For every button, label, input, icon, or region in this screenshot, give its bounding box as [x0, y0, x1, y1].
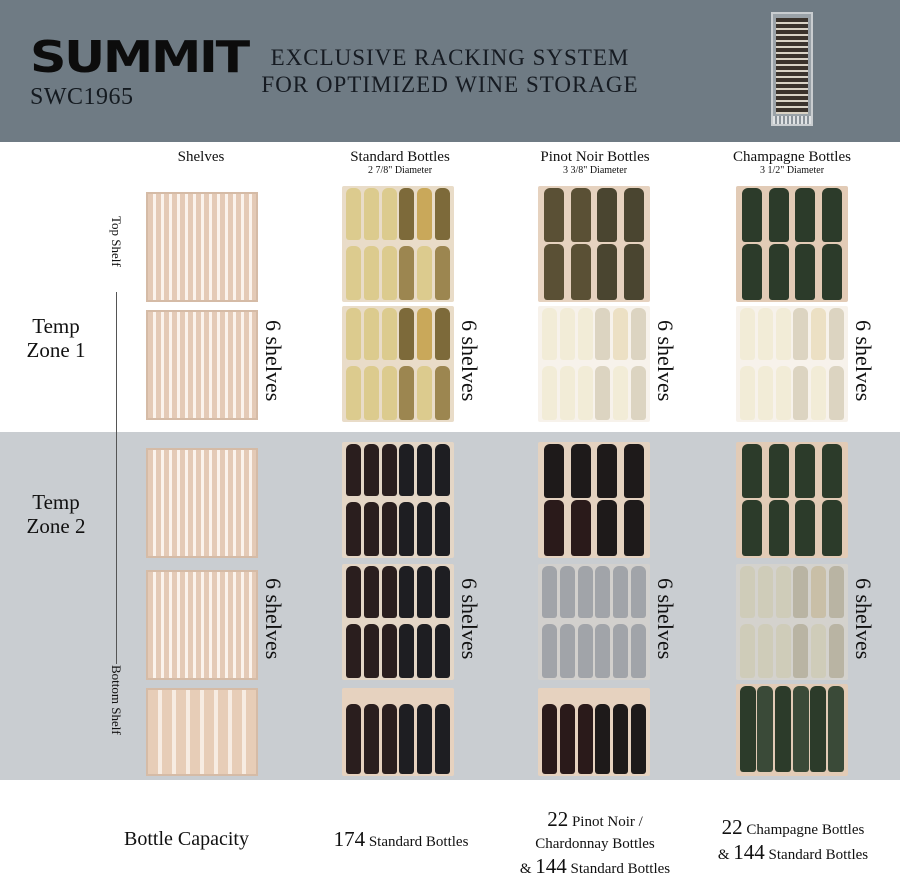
- zone-label-line: Zone 1: [26, 338, 86, 362]
- standard-bottles-shelf-white: [342, 186, 454, 302]
- champagne-bottles-shelf: [736, 442, 848, 558]
- column-header-standard: Standard Bottles 2 7/8" Diameter: [300, 150, 500, 177]
- standard-bottles-bottom-shelf: [342, 688, 454, 776]
- rack-shelf-bottom: [146, 688, 258, 776]
- title-line-2: FOR OPTIMIZED WINE STORAGE: [261, 72, 639, 97]
- capacity-text: Champagne Bottles: [746, 822, 865, 838]
- shelf-count-label: 6 shelves: [457, 320, 482, 402]
- title-line-1: EXCLUSIVE RACKING SYSTEM: [270, 45, 630, 70]
- bottle-capacity-label: Bottle Capacity: [124, 828, 249, 850]
- capacity-champagne: 22 Champagne Bottles & 144 Standard Bott…: [698, 816, 888, 866]
- champagne-bottles-bottom-shelf: [736, 684, 848, 776]
- capacity-count: 144: [733, 840, 765, 864]
- zone-label-line: Temp: [32, 314, 80, 338]
- cellar-shelves: [776, 18, 808, 114]
- column-header-champagne: Champagne Bottles 3 1/2" Diameter: [692, 150, 892, 177]
- capacity-amp: &: [717, 847, 730, 863]
- column-title: Pinot Noir Bottles: [540, 149, 650, 165]
- cellar-grille: [773, 116, 811, 124]
- standard-bottles-shelf-white: [342, 306, 454, 422]
- brand-logo: SUMMIT: [30, 32, 250, 83]
- model-number: SWC1965: [30, 84, 134, 110]
- pinot-bottles-shelf: [538, 442, 650, 558]
- top-shelf-label: Top Shelf: [109, 216, 124, 267]
- shelf-count-label: 6 shelves: [261, 320, 286, 402]
- capacity-count: 22: [547, 807, 569, 831]
- column-subtitle: 3 3/8" Diameter: [562, 165, 628, 176]
- capacity-text: Chardonnay Bottles: [535, 836, 655, 852]
- pinot-bottles-bottom-shelf: [538, 688, 650, 776]
- shelf-axis-line: [116, 292, 117, 664]
- capacity-count: 144: [535, 854, 567, 878]
- column-title: Standard Bottles: [350, 149, 450, 165]
- capacity-amp: &: [519, 861, 532, 877]
- standard-bottles-shelf-red: [342, 564, 454, 680]
- column-title: Champagne Bottles: [733, 149, 851, 165]
- rack-shelf: [146, 310, 258, 420]
- capacity-text: Standard Bottles: [768, 847, 869, 863]
- shelf-count-label: 6 shelves: [851, 320, 876, 402]
- shelf-count-label: 6 shelves: [653, 320, 678, 402]
- wine-cellar-product-image: [771, 12, 813, 126]
- standard-bottles-faded-shelf: [736, 564, 848, 680]
- bottom-shelf-label: Bottom Shelf: [109, 665, 124, 735]
- zone-1-label: Temp Zone 1: [18, 314, 94, 362]
- column-header-pinot: Pinot Noir Bottles 3 3/8" Diameter: [495, 150, 695, 177]
- standard-bottles-shelf-red: [342, 442, 454, 558]
- champagne-bottles-shelf: [736, 186, 848, 302]
- capacity-count: 22: [721, 815, 743, 839]
- standard-bottles-faded-shelf: [538, 306, 650, 422]
- zone-2-label: Temp Zone 2: [18, 490, 94, 538]
- shelf-count-label: 6 shelves: [851, 578, 876, 660]
- shelf-count-label: 6 shelves: [457, 578, 482, 660]
- column-subtitle: 3 1/2" Diameter: [759, 165, 825, 176]
- shelf-count-label: 6 shelves: [653, 578, 678, 660]
- pinot-bottles-shelf: [538, 186, 650, 302]
- header-banner: SUMMIT SWC1965 EXCLUSIVE RACKING SYSTEM …: [0, 0, 900, 142]
- capacity-text: Standard Bottles: [570, 861, 671, 877]
- rack-shelf: [146, 570, 258, 680]
- rack-shelf-top: [146, 192, 258, 302]
- column-header-shelves: Shelves: [101, 150, 301, 165]
- standard-bottles-faded-shelf: [736, 306, 848, 422]
- column-subtitle: 2 7/8" Diameter: [367, 165, 433, 176]
- rack-shelf: [146, 448, 258, 558]
- capacity-pinot: 22 Pinot Noir / Chardonnay Bottles & 144…: [500, 808, 690, 880]
- capacity-count: 174: [333, 827, 366, 851]
- zone-label-line: Zone 2: [26, 514, 86, 538]
- shelf-count-label: 6 shelves: [261, 578, 286, 660]
- capacity-text: Standard Bottles: [368, 834, 469, 850]
- capacity-text: Pinot Noir /: [571, 814, 643, 830]
- page-title: EXCLUSIVE RACKING SYSTEM FOR OPTIMIZED W…: [250, 44, 650, 98]
- capacity-standard: 174 Standard Bottles: [306, 828, 496, 853]
- zone-label-line: Temp: [32, 490, 80, 514]
- column-title: Shelves: [177, 149, 225, 165]
- standard-bottles-faded-shelf: [538, 564, 650, 680]
